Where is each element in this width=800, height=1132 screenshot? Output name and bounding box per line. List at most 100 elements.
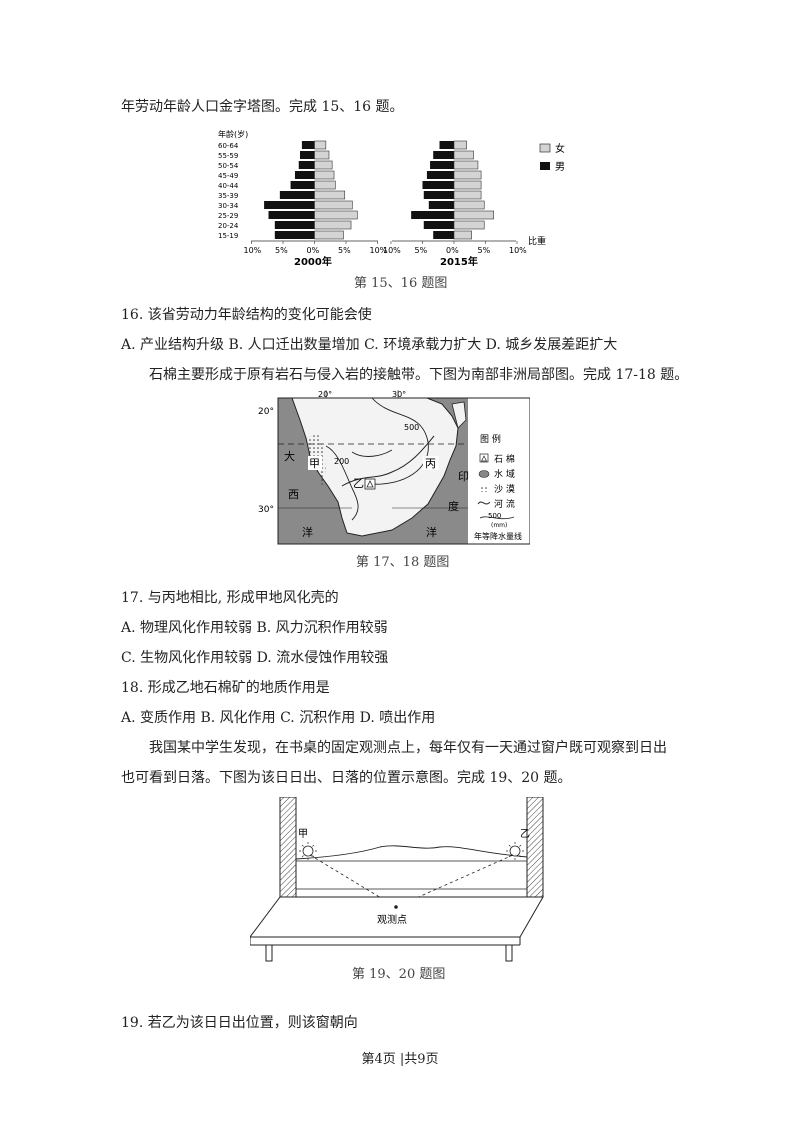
bar-female — [314, 180, 336, 190]
bar-male — [433, 151, 454, 159]
window-desk-figure: 甲 乙 观测点 — [250, 797, 544, 962]
bar-female — [453, 180, 482, 190]
bar-male — [422, 181, 454, 189]
age-label: 25-29 — [218, 212, 238, 220]
bar-male — [301, 141, 315, 149]
bar-male — [433, 231, 454, 239]
age-axis-label: 年龄(岁) — [218, 129, 248, 139]
x-tick-label: 5% — [415, 246, 428, 255]
intro-line: 年劳动年龄人口金字塔图。完成 15、16 题。 — [121, 99, 404, 115]
river-line — [341, 435, 435, 487]
bar-male — [274, 221, 315, 229]
x-tick-label: 10% — [383, 246, 401, 255]
year-2000-label: 2000年 — [294, 255, 332, 268]
bar-female — [314, 140, 327, 150]
label-yi: 乙 — [520, 828, 530, 840]
legend-female-swatch — [539, 143, 551, 153]
q17-options-2: C. 生物风化作用较弱 D. 流水侵蚀作用较强 — [121, 650, 389, 666]
age-label: 35-39 — [218, 192, 238, 200]
isohyet-500 — [371, 397, 429, 485]
age-labels: 60-64 55-59 50-54 45-49 40-44 35-39 30-34 25-29… — [218, 142, 239, 240]
indian-yang: 洋 — [426, 525, 437, 539]
isohyet-200 — [325, 445, 359, 521]
bar-female — [453, 230, 472, 240]
observation-point-marker — [394, 905, 398, 909]
bar-male — [300, 151, 315, 159]
bar-male — [439, 141, 454, 149]
pyramid-caption: 第 15、16 题图 — [354, 276, 448, 291]
x-tick-label: 10% — [244, 246, 262, 255]
passage-asbestos: 石棉主要形成于原有岩石与侵入岩的接触带。下图为南部非洲局部图。完成 17-18 … — [149, 367, 689, 383]
age-label: 60-64 — [218, 142, 239, 150]
observation-point-label: 观测点 — [377, 913, 407, 926]
bar-female — [453, 160, 479, 170]
legend-asbestos: 石 棉 — [494, 453, 515, 465]
bar-male — [428, 201, 454, 209]
age-label: 30-34 — [218, 202, 239, 210]
map-legend-title: 图 例 — [480, 433, 501, 445]
bar-male — [279, 191, 315, 199]
bar-female — [314, 210, 358, 220]
ratio-label: 比重 — [528, 235, 546, 247]
isohyet-500-label: 500 — [404, 423, 419, 432]
passage-sunrise-2: 也可看到日落。下图为该日日出、日落的位置示意图。完成 19、20 题。 — [121, 770, 572, 786]
q16-stem: 16. 该省劳动力年龄结构的变化可能会使 — [121, 307, 372, 323]
lon-20-label: 20° — [318, 390, 332, 399]
legend-water: 水 域 — [494, 468, 515, 480]
legend-isohyet-unit: (mm) — [491, 522, 507, 529]
southern-africa-map: 20° 30° 20° 30° 500 200 大 西 洋 印 度 洋 甲 乙 … — [252, 390, 530, 555]
bar-female — [314, 220, 352, 230]
horizon-mountains — [295, 845, 528, 860]
q17-options-1: A. 物理风化作用较弱 B. 风力沉积作用较弱 — [121, 620, 388, 636]
bar-male — [430, 161, 454, 169]
q16-options: A. 产业结构升级 B. 人口迁出数量增加 C. 环境承载力扩大 D. 城乡发展… — [121, 337, 618, 353]
population-pyramid-figure: 年龄(岁) 60-64 55-59 50-54 45-49 40-44 35-39 30-3… — [218, 129, 565, 268]
asbestos-marker — [364, 478, 376, 490]
label-jia: 甲 — [298, 829, 308, 840]
age-label: 55-59 — [218, 152, 238, 160]
legend-female-label: 女 — [555, 142, 565, 155]
q18-options: A. 变质作用 B. 风化作用 C. 沉积作用 D. 喷出作用 — [121, 710, 436, 726]
bar-male — [411, 211, 454, 219]
legend-desert: 沙 漠 — [494, 484, 515, 495]
bar-male — [268, 211, 315, 219]
age-label: 20-24 — [218, 222, 239, 230]
x-tick-label: 5% — [478, 246, 491, 255]
bar-female — [453, 210, 494, 220]
place-yi: 乙 — [353, 477, 364, 490]
page-footer: 第4页 |共9页 — [361, 1052, 439, 1067]
q18-stem: 18. 形成乙地石棉矿的地质作用是 — [121, 680, 330, 696]
x-tick-label: 0% — [307, 246, 320, 255]
passage-sunrise-1: 我国某中学生发现，在书桌的固定观测点上，每年仅有一天通过窗户既可观察到日出 — [149, 740, 667, 756]
bar-female — [453, 190, 482, 200]
age-label: 40-44 — [218, 182, 239, 190]
pyramid-2015 — [411, 140, 494, 240]
x-tick-label: 10% — [509, 246, 527, 255]
bar-male — [423, 191, 454, 199]
bar-male — [274, 231, 315, 239]
bar-female — [314, 190, 346, 200]
ocean-da: 大 — [284, 449, 295, 463]
bar-female — [453, 140, 467, 150]
age-label: 50-54 — [218, 162, 239, 170]
map-caption: 第 17、18 题图 — [356, 555, 450, 570]
window-caption: 第 19、20 题图 — [352, 967, 446, 982]
legend-male-label: 男 — [555, 161, 565, 173]
sun-yi-icon — [506, 842, 524, 860]
age-label: 45-49 — [218, 172, 238, 180]
bar-female — [453, 200, 485, 210]
bar-male — [294, 171, 315, 179]
bar-female — [453, 220, 485, 230]
lon-30-label: 30° — [392, 390, 406, 399]
q19-stem: 19. 若乙为该日日出位置，则该窗朝向 — [121, 1015, 358, 1031]
bar-male — [290, 181, 315, 189]
indian-du: 度 — [448, 499, 459, 513]
x-tick-label: 5% — [275, 246, 288, 255]
legend-isohyet-value: 500 — [488, 512, 501, 520]
bar-female — [314, 230, 344, 240]
sun-jia-icon — [299, 842, 317, 860]
isohyet-200-label: 200 — [334, 457, 349, 466]
legend-male-swatch — [540, 162, 550, 170]
indian-yin: 印 — [458, 470, 469, 483]
bar-female — [314, 160, 333, 170]
